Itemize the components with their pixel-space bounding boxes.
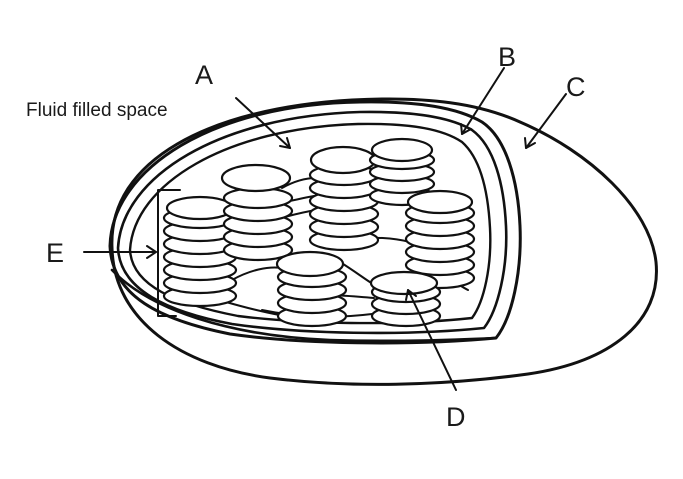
label-a: A bbox=[195, 60, 213, 90]
cut-edge-rim bbox=[110, 268, 498, 343]
granum-5 bbox=[404, 189, 476, 290]
outer-membrane bbox=[108, 100, 522, 345]
e-bracket bbox=[157, 189, 181, 317]
granum-3 bbox=[308, 145, 380, 252]
granum-1 bbox=[162, 195, 238, 308]
granum-6 bbox=[275, 250, 348, 328]
label-c: C bbox=[566, 72, 586, 102]
label-fluid-filled-space: Fluid filled space bbox=[26, 100, 168, 121]
label-b: B bbox=[498, 42, 516, 72]
granum-2 bbox=[220, 163, 294, 262]
stroma-boundary bbox=[128, 122, 492, 325]
inner-membrane bbox=[116, 110, 508, 335]
label-d: D bbox=[446, 402, 466, 432]
label-e: E bbox=[46, 238, 64, 268]
pointer-arrows bbox=[83, 67, 567, 391]
